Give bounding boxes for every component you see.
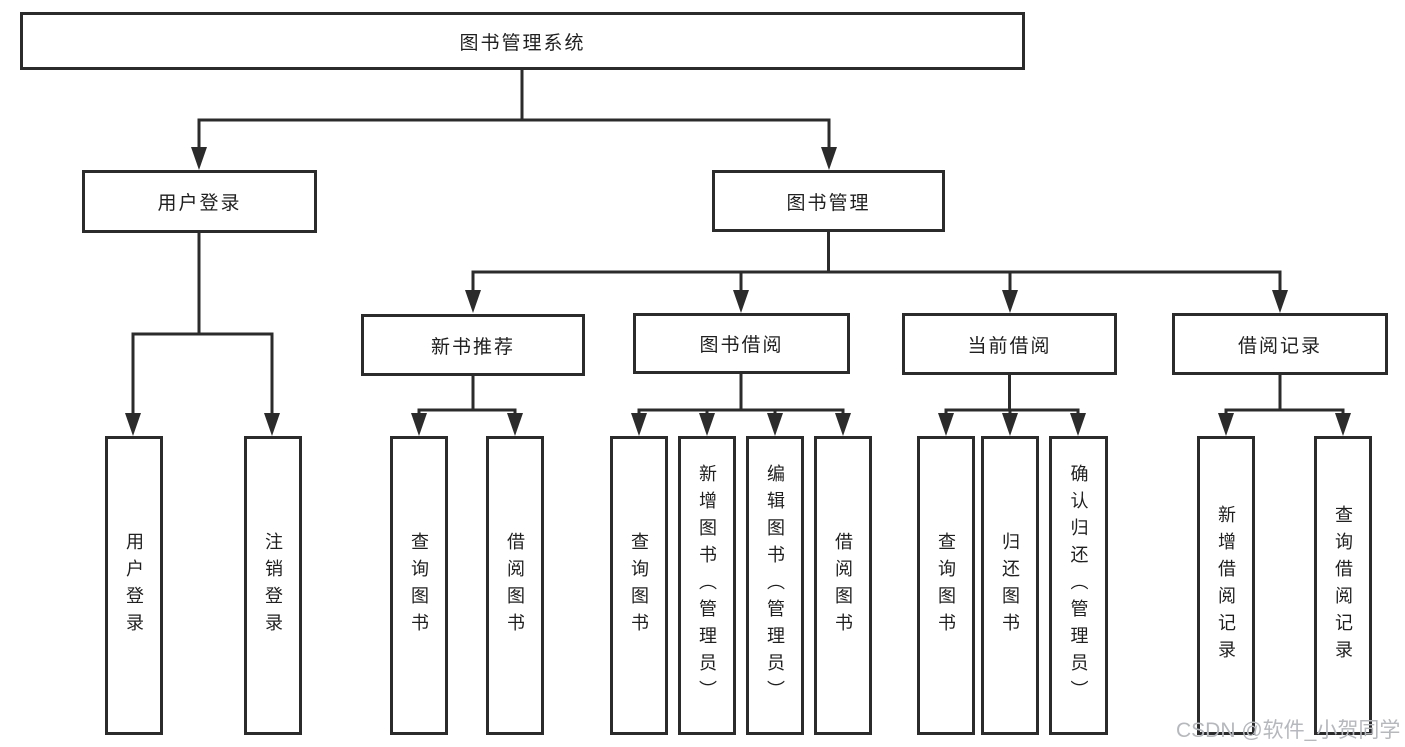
node-root-library-system: 图书管理系统 — [20, 12, 1025, 70]
leaf-user-login-label: 用户登录 — [124, 531, 144, 640]
leaf-recommend-query-books-label: 查询图书 — [409, 531, 429, 640]
leaf-query-borrow-record-label: 查询借阅记录 — [1333, 504, 1353, 667]
node-new-book-recommend-label: 新书推荐 — [430, 336, 515, 358]
leaf-borrow-borrow-books: 借阅图书 — [814, 436, 872, 735]
node-root-label: 图书管理系统 — [459, 32, 586, 54]
leaf-recommend-borrow-books: 借阅图书 — [486, 436, 544, 735]
node-user-login: 用户登录 — [82, 170, 317, 233]
leaf-recommend-borrow-books-label: 借阅图书 — [505, 531, 525, 640]
leaf-edit-books-admin-label: 编辑图书（管理员） — [765, 464, 785, 707]
node-current-borrow-label: 当前借阅 — [967, 335, 1052, 357]
leaf-borrow-query-books: 查询图书 — [610, 436, 668, 735]
leaf-user-login: 用户登录 — [105, 436, 163, 735]
leaf-add-books-admin: 新增图书（管理员） — [678, 436, 736, 735]
leaf-edit-books-admin: 编辑图书（管理员） — [746, 436, 804, 735]
leaf-recommend-query-books: 查询图书 — [390, 436, 448, 735]
node-borrow-records-label: 借阅记录 — [1237, 335, 1322, 357]
leaf-borrow-query-books-label: 查询图书 — [629, 531, 649, 640]
node-current-borrow: 当前借阅 — [902, 313, 1117, 375]
leaf-confirm-return-admin-label: 确认归还（管理员） — [1068, 464, 1089, 707]
node-borrow-records: 借阅记录 — [1172, 313, 1388, 375]
node-book-borrow: 图书借阅 — [633, 313, 850, 374]
node-book-borrow-label: 图书借阅 — [699, 335, 784, 356]
leaf-borrow-borrow-books-label: 借阅图书 — [833, 531, 853, 640]
leaf-logout: 注销登录 — [244, 436, 302, 735]
node-user-login-label: 用户登录 — [157, 193, 242, 214]
leaf-return-books: 归还图书 — [981, 436, 1039, 735]
leaf-add-books-admin-label: 新增图书（管理员） — [697, 464, 717, 707]
leaf-confirm-return-admin: 确认归还（管理员） — [1049, 436, 1108, 735]
leaf-add-borrow-record-label: 新增借阅记录 — [1216, 504, 1236, 667]
csdn-watermark: CSDN @软件_小贺同学 — [1176, 719, 1401, 742]
leaf-logout-label: 注销登录 — [263, 531, 283, 640]
arrowheads — [125, 147, 1351, 436]
leaf-current-query-books-label: 查询图书 — [936, 531, 956, 640]
node-new-book-recommend: 新书推荐 — [361, 314, 585, 376]
node-book-management: 图书管理 — [712, 170, 945, 232]
leaf-query-borrow-record: 查询借阅记录 — [1314, 436, 1372, 735]
node-book-management-label: 图书管理 — [786, 192, 871, 214]
leaf-return-books-label: 归还图书 — [1000, 531, 1020, 640]
leaf-current-query-books: 查询图书 — [917, 436, 975, 735]
leaf-add-borrow-record: 新增借阅记录 — [1197, 436, 1255, 735]
